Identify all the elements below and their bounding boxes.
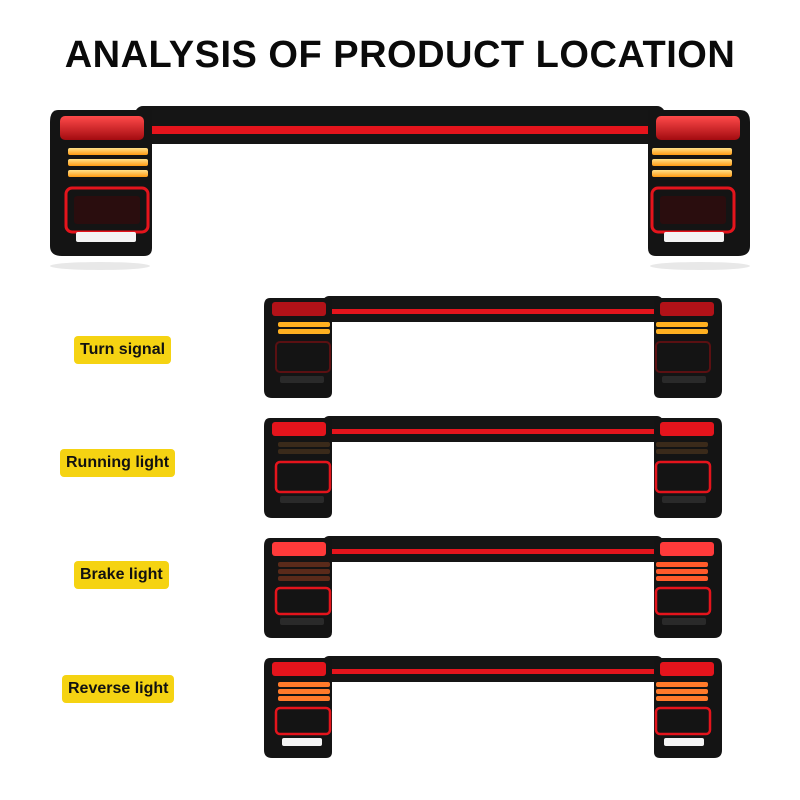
label-brake-light: Brake light [74,561,169,589]
hero-center-bar [135,106,665,144]
label-turn-signal: Turn signal [74,336,172,364]
brake-light-assembly [264,536,722,638]
hero-right-lamp [648,110,750,256]
label-running-light: Running light [60,449,176,477]
reverse-light-assembly [264,656,722,758]
hero-left-lamp [50,110,152,256]
label-reverse-light: Reverse light [62,675,175,703]
page-title: ANALYSIS OF PRODUCT LOCATION [64,34,736,76]
hero-center-red-strip [145,126,655,134]
running-light-assembly [264,416,722,518]
hero-taillight-assembly [50,106,750,270]
turn-signal-assembly [264,296,722,398]
